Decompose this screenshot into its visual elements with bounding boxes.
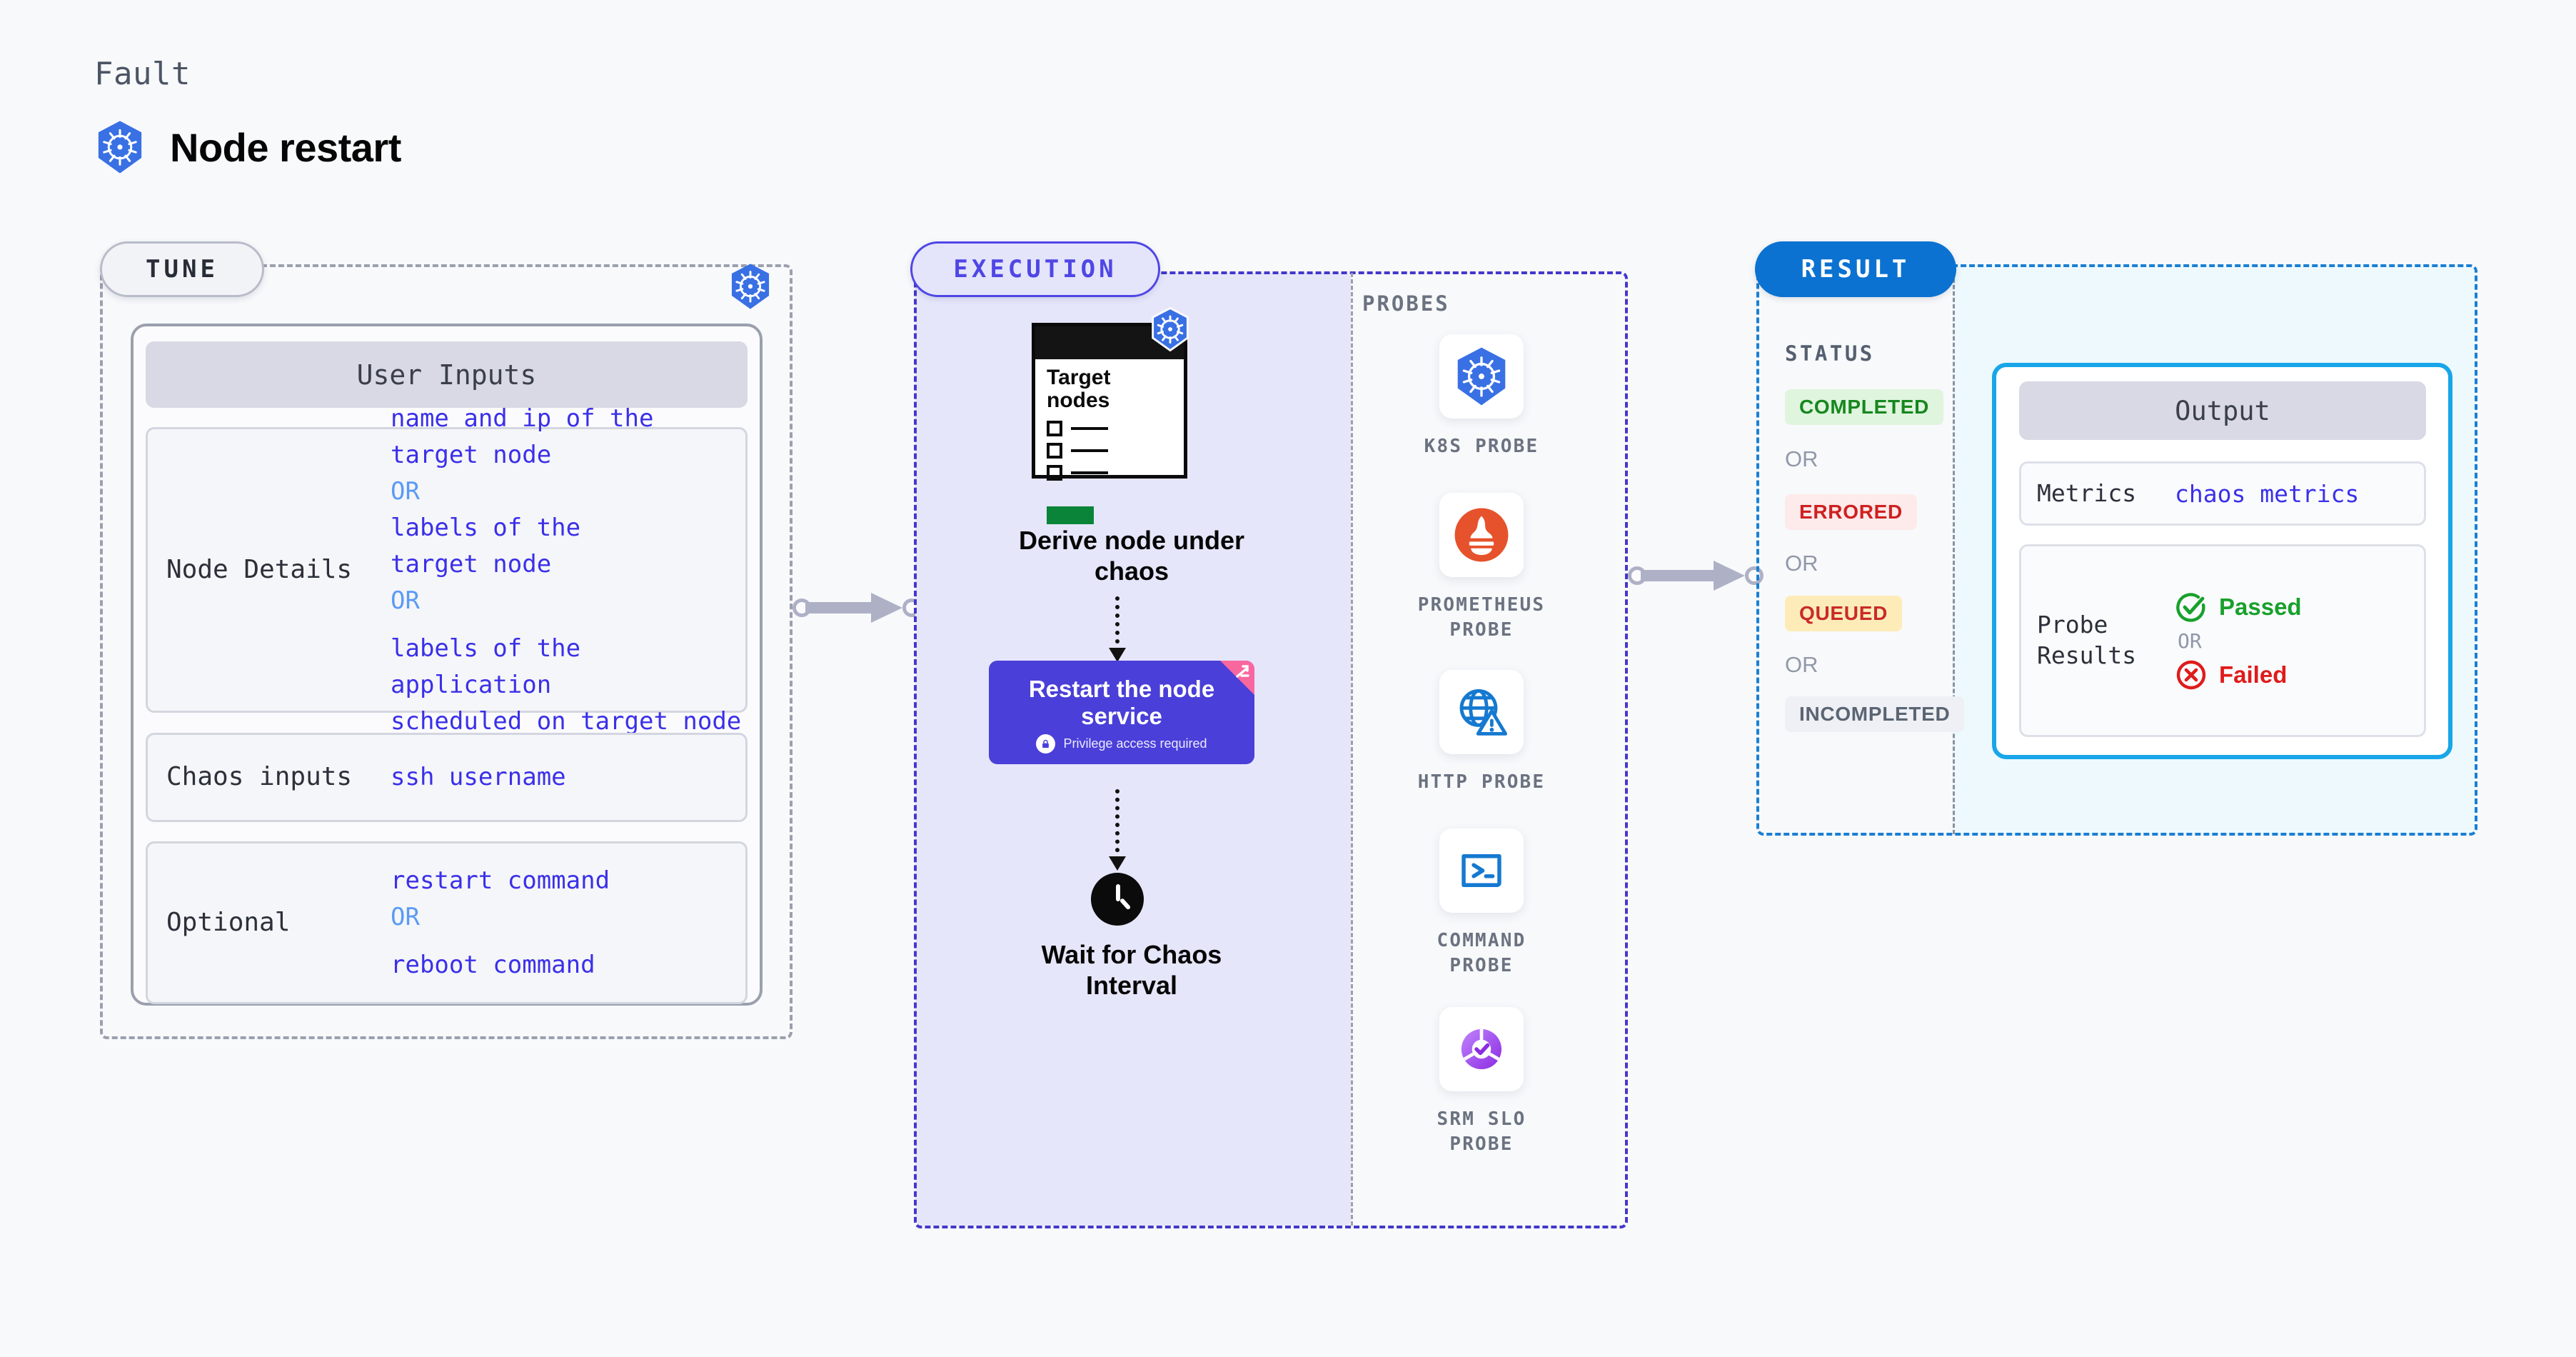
line-placeholder [1071,427,1108,430]
probes-divider [1351,273,1353,1226]
node-details-label: Node Details [166,554,353,584]
x-circle-icon [2176,660,2206,689]
probe-results-label: Probe Results [2037,611,2137,669]
document-checkbox-list [1047,421,1108,487]
probe-label: K8S PROBE [1424,436,1539,457]
connector-tune-to-execution [793,593,921,623]
probe-result-failed: Failed [2175,659,2302,691]
ribbon-flag-icon [1220,661,1254,695]
flow-arrow-icon [1109,789,1126,871]
privilege-note: Privilege access required [1036,734,1207,754]
or-separator: OR [1785,652,1818,677]
optional-value-2: reboot command [391,950,595,979]
status-badge-completed: COMPLETED [1785,389,1944,425]
kubernetes-icon [1149,306,1191,355]
or-separator: OR [391,902,420,931]
execution-panel [914,271,1628,1228]
table-row: Probe Results Passed OR Failed [2019,544,2426,737]
table-row: Metrics chaos metrics [2019,461,2426,526]
node-details-values: name and ip of the target node OR labels… [391,401,745,740]
probe-label: HTTP PROBE [1417,771,1546,793]
flow-arrow-icon [1109,596,1126,662]
tune-pill[interactable]: TUNE [100,241,264,297]
checkbox-icon [1047,443,1062,459]
probe-label: PROMETHEUS PROBE [1417,594,1546,641]
fault-eyebrow-label: Fault [94,56,191,92]
status-badge-incompleted: INCOMPLETED [1785,696,1965,732]
or-separator: OR [1785,551,1818,576]
node-details-value-3: labels of the application scheduled on t… [391,634,742,736]
document-title: Target nodes [1047,366,1111,412]
lock-icon [1036,734,1056,754]
failed-label: Failed [2219,661,2288,688]
wait-interval-caption: Wait for Chaos Interval [1041,940,1222,1001]
kubernetes-icon [1439,334,1524,419]
check-circle-icon [2176,592,2205,622]
page-title-text: Node restart [170,124,401,170]
metrics-label: Metrics [2037,479,2137,507]
ribbon-mark-icon [1236,665,1249,678]
status-section-label: STATUS [1785,341,1875,366]
restart-step-title: Restart the node service [1028,675,1215,729]
green-status-bar [1047,506,1094,524]
derive-node-caption: Derive node under chaos [1018,526,1245,586]
output-header: Output [2019,381,2426,440]
table-row: Chaos inputs ssh username [146,733,748,822]
probe-results-values: Passed OR Failed [2175,591,2302,691]
probe-label: SRM SLO PROBE [1437,1108,1526,1156]
chaos-inputs-values: ssh username [391,759,566,796]
line-placeholder [1071,471,1108,474]
or-separator: OR [391,586,420,615]
target-nodes-document: Target nodes [1032,306,1196,524]
or-separator: OR [1785,446,1818,471]
probe-item-k8s[interactable]: K8S PROBE [1385,334,1578,459]
result-divider [1953,266,1955,834]
optional-value-1: restart command [391,866,610,895]
connector-execution-to-result [1628,561,1764,591]
restart-node-service-step[interactable]: Restart the node service Privilege acces… [989,661,1254,764]
checkbox-icon [1047,421,1062,436]
line-placeholder [1071,449,1108,452]
chaos-inputs-value-1: ssh username [391,763,566,791]
page-title: Node restart [94,120,401,174]
passed-label: Passed [2219,593,2302,620]
probe-item-prometheus[interactable]: PROMETHEUS PROBE [1385,493,1578,643]
probes-section-label: PROBES [1362,291,1450,316]
node-details-value-2: labels of the target node [391,513,581,579]
globe-warning-icon [1439,670,1524,754]
kubernetes-icon [94,120,146,174]
srm-slo-donut-icon [1439,1007,1524,1091]
probe-label: COMMAND PROBE [1437,930,1526,977]
or-separator: OR [391,476,420,506]
table-row: Node Details name and ip of the target n… [146,404,748,736]
execution-pill[interactable]: EXECUTION [910,241,1160,297]
clock-icon [1091,873,1144,926]
checkbox-icon [1047,465,1062,481]
status-badge-errored: ERRORED [1785,494,1917,530]
probe-item-srm-slo[interactable]: SRM SLO PROBE [1385,1007,1578,1157]
table-row: Optional restart command OR reboot comma… [146,841,748,1004]
optional-values: restart command OR reboot command [391,863,610,983]
node-details-value-1: name and ip of the target node [391,404,654,469]
prometheus-icon [1439,493,1524,577]
tune-panel [100,264,793,1039]
probe-item-command[interactable]: COMMAND PROBE [1385,828,1578,978]
privilege-note-text: Privilege access required [1063,736,1207,751]
metrics-value: chaos metrics [2175,479,2360,508]
user-inputs-header: User Inputs [146,341,748,408]
or-separator: OR [2178,629,2202,653]
result-pill[interactable]: RESULT [1755,241,1956,297]
optional-label: Optional [166,907,291,937]
probe-item-http[interactable]: HTTP PROBE [1385,670,1578,795]
probe-result-passed: Passed [2175,591,2302,624]
result-panel [1756,264,2477,836]
chaos-inputs-label: Chaos inputs [166,762,353,792]
terminal-icon [1439,828,1524,913]
status-badge-queued: QUEUED [1785,596,1902,631]
tune-kubernetes-badge-icon [728,263,773,314]
